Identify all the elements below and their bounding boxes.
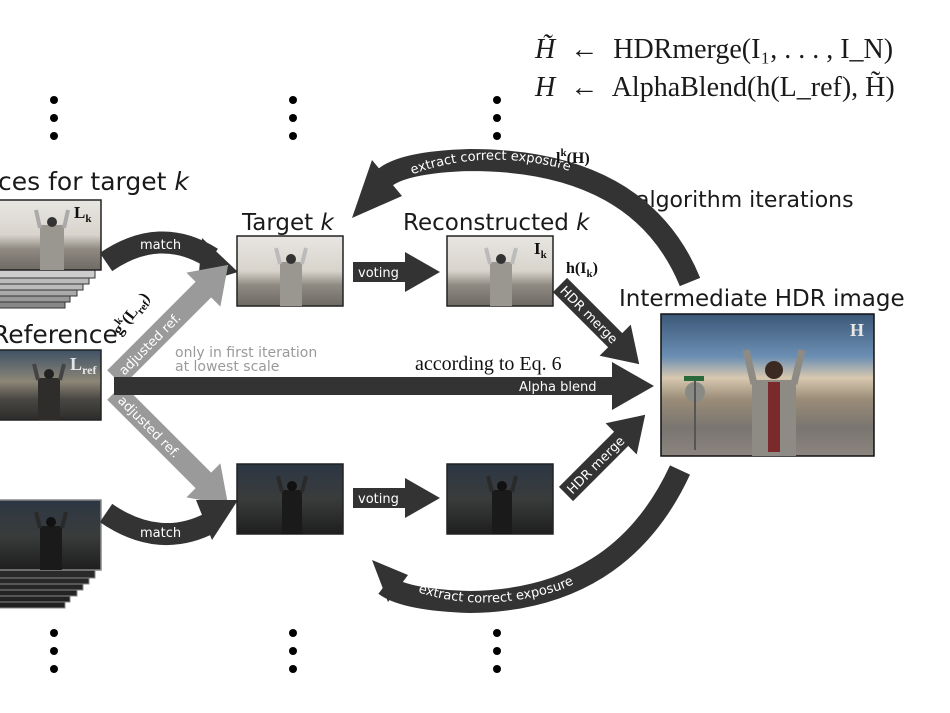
person-silhouette	[34, 209, 70, 270]
only-first-iteration-line2: at lowest scale	[175, 359, 279, 375]
hdr-tag: H	[850, 320, 864, 340]
reference-tag: Lref	[70, 354, 97, 377]
eq2-rhs: AlphaBlend(h(L_ref), H̃)	[612, 72, 895, 103]
eq2-arrow: ←	[570, 72, 598, 103]
svg-text:H ← AlphaBlend(h(L: H ← AlphaBlend(h(L_ref), H̃)	[534, 72, 895, 103]
reconstructed-title: Reconstructed k	[403, 210, 591, 236]
hdr-merge-bottom-label: HDR merge	[565, 434, 629, 498]
reference-image: Lref	[0, 349, 102, 421]
voting-top-label: voting	[358, 266, 399, 281]
match-arrow-bottom: match	[99, 500, 238, 546]
target-image-top	[236, 235, 344, 307]
equations: H̃ ← HDRmerge(I₁, . . . , I_N) H ← Alpha…	[534, 34, 895, 103]
reconstructed-tag: Ik	[534, 239, 548, 261]
eq1-rhs: HDRmerge(I₁, . . . , I_N)	[613, 34, 893, 65]
according-to-eq-label: according to Eq. 6	[415, 353, 562, 375]
reference-title: Reference	[0, 320, 118, 349]
voting-arrow-top: voting	[353, 252, 440, 292]
ellipsis-top-middle	[289, 96, 297, 140]
alpha-blend-arrow: Alpha blend	[114, 362, 654, 410]
voting-bottom-label: voting	[358, 492, 399, 507]
target-image-bottom	[236, 463, 344, 535]
source-tag: Lk	[74, 203, 92, 225]
ellipsis-bottom-middle	[289, 629, 297, 673]
alpha-blend-label: Alpha blend	[519, 380, 596, 395]
source-image-stack-bottom	[0, 499, 102, 609]
ellipsis-bottom-right	[493, 629, 501, 673]
ellipsis-bottom-left	[50, 629, 58, 673]
hdr-merge-top-label: HDR merge	[556, 284, 620, 348]
extract-exposure-arrow-top: extract correct exposure	[352, 149, 701, 287]
eq1-arrow: ←	[570, 34, 598, 65]
ellipsis-top-right	[493, 96, 501, 140]
reconstructed-image-bottom	[446, 463, 554, 535]
intermediate-hdr-image: H	[660, 313, 875, 457]
match-top-label: match	[140, 238, 181, 253]
sources-title: ces for target k	[0, 167, 190, 196]
lk-of-h-label: lk(H)	[556, 147, 590, 167]
intermediate-hdr-title: Intermediate HDR image	[619, 286, 905, 312]
reconstructed-image-top: Ik	[446, 235, 554, 307]
ellipsis-top-left	[50, 96, 58, 140]
only-first-iteration-line1: only in first iteration	[175, 345, 317, 361]
svg-text:H̃ ← HDRmerge(I₁,: H̃ ← HDRmerge(I₁, . . . , I_N)	[534, 34, 893, 65]
h-of-ik-label: h(Ik)	[566, 260, 598, 280]
hdr-merge-arrow-bottom: HDR merge	[558, 414, 646, 502]
eq2-lhs: H	[534, 72, 557, 103]
eq1-lhs: H̃	[534, 34, 557, 65]
voting-arrow-bottom: voting	[353, 478, 440, 518]
adjusted-ref-bottom-label: adjusted ref.	[114, 393, 182, 461]
target-title: Target k	[241, 210, 335, 236]
match-bottom-label: match	[140, 526, 181, 541]
source-image-stack-top: Lk	[0, 199, 102, 309]
algorithm-iterations-label: algorithm iterations	[636, 188, 854, 213]
